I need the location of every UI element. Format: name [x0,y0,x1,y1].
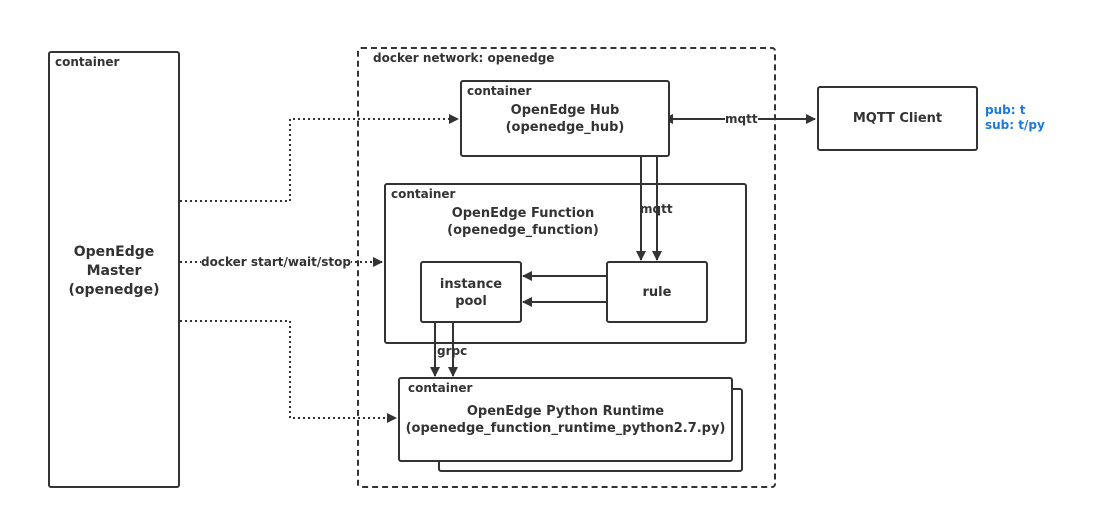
pub-note: pub: t [985,103,1026,117]
edge-label-pool-runtime: grpc [437,344,468,358]
runtime-title: OpenEdge Python Runtime (openedge_functi… [405,404,726,436]
edge-label-hub-rule: mqtt [640,202,673,216]
runtime-container[interactable]: container OpenEdge Python Runtime (opene… [398,377,733,462]
function-container[interactable]: container OpenEdge Function (openedge_fu… [384,183,747,344]
docker-network: docker network: openedge [357,47,776,488]
edge-master-hub [180,114,459,202]
instance-pool[interactable]: instance pool [420,261,522,323]
instance-pool-title: instance pool [439,277,503,309]
mqtt-client-notes: pub: t sub: t/py [985,103,1045,133]
rule-title: rule [642,285,672,300]
function-title: OpenEdge Function (openedge_function) [447,206,599,238]
sub-note: sub: t/py [985,118,1045,132]
mqtt-client-title: MQTT Client [852,111,943,126]
docker-network-label: docker network: openedge [373,51,555,65]
hub-title: OpenEdge Hub (openedge_hub) [505,103,625,135]
container-tag: container [408,381,473,395]
container-tag: container [55,55,120,69]
master-container[interactable]: container OpenEdge Master (openedge) [48,51,180,488]
mqtt-client[interactable]: MQTT Client [817,86,978,151]
container-tag: container [467,84,532,98]
container-tag: container [391,187,456,201]
edge-master-runtime [180,320,397,423]
edge-label-master-function: docker start/wait/stop [201,255,351,269]
master-title: OpenEdge Master (openedge) [68,244,160,298]
edge-label-hub-client: mqtt [725,112,758,126]
hub-container[interactable]: container OpenEdge Hub (openedge_hub) [460,80,670,157]
rule-box[interactable]: rule [606,261,708,323]
